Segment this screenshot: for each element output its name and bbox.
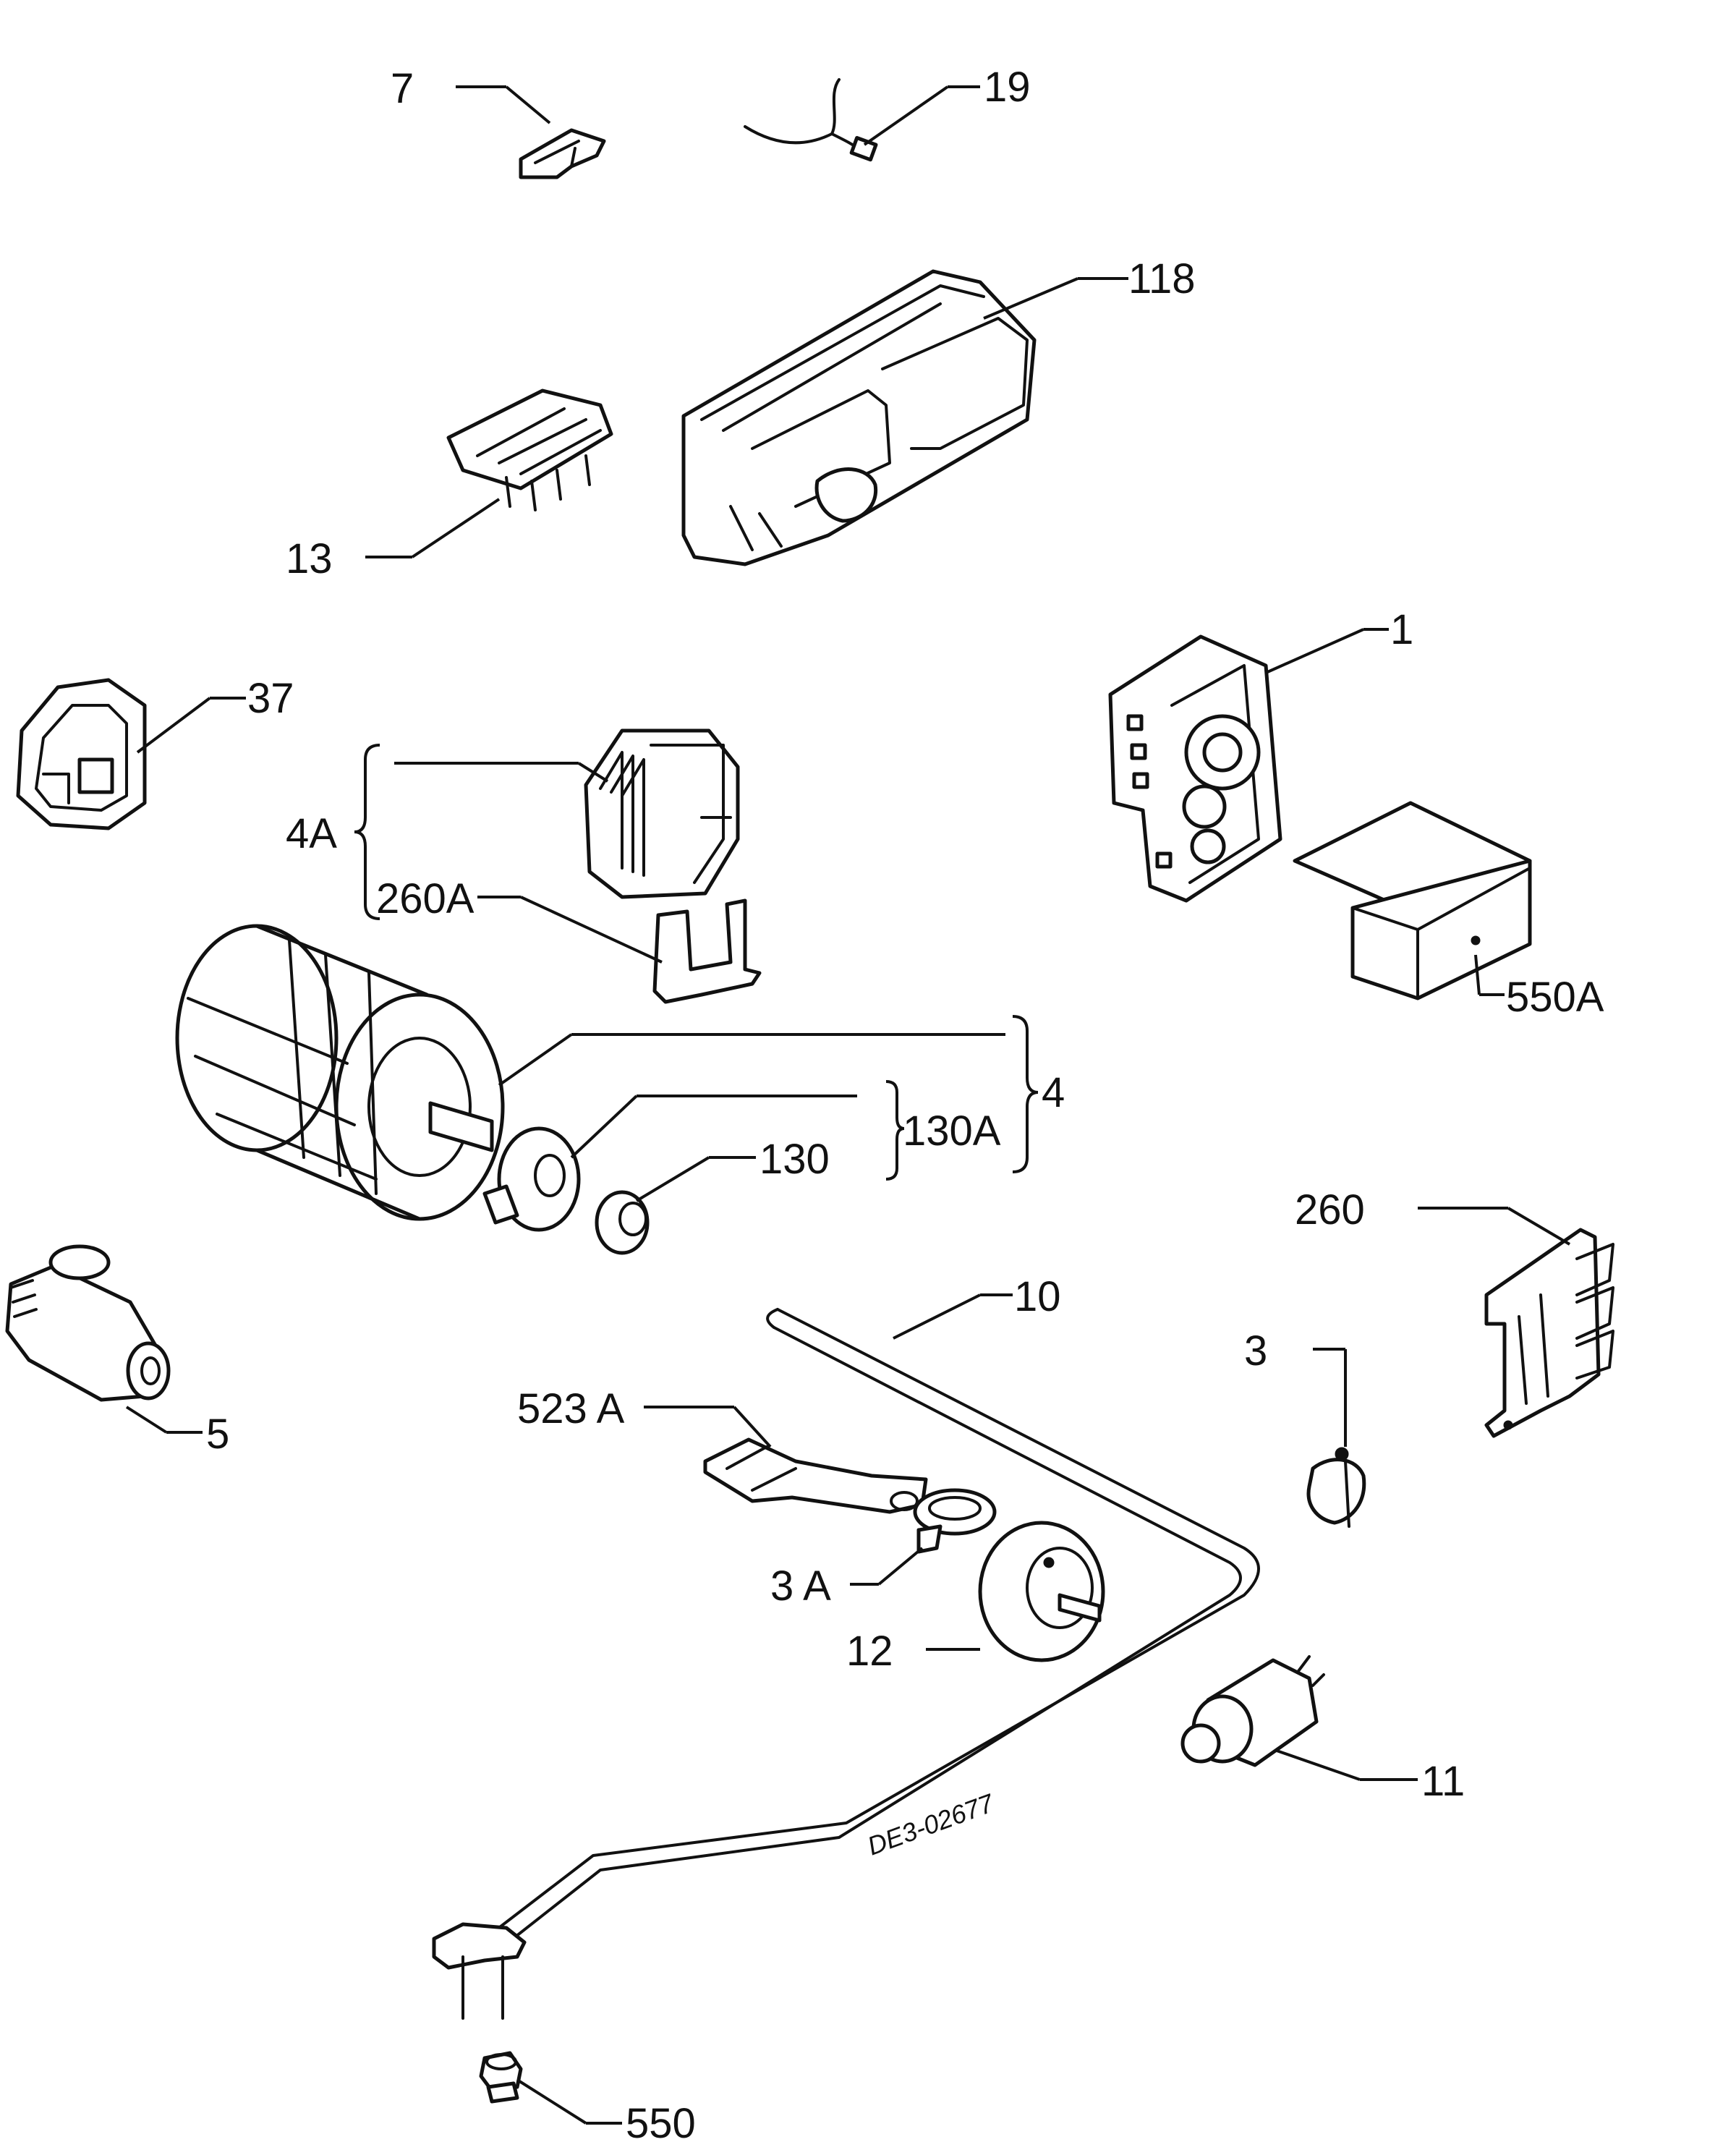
label-260a: 260A (376, 875, 475, 922)
leader-550 (516, 2078, 587, 2125)
part-260a-pump-bracket (652, 898, 762, 1004)
part-37-bracket (16, 678, 147, 830)
part-523a-support (703, 1437, 928, 1514)
label-130: 130 (760, 1136, 830, 1183)
label-523a: 523 A (517, 1385, 625, 1432)
label-260: 260 (1295, 1186, 1365, 1233)
part-3-thermostat (1306, 1447, 1366, 1528)
label-10: 10 (1014, 1273, 1061, 1320)
label-13: 13 (286, 535, 333, 582)
leader-130 (635, 1156, 710, 1202)
label-130a: 130A (903, 1108, 1001, 1155)
part-130-damper (595, 1190, 650, 1255)
label-3a: 3 A (770, 1563, 831, 1610)
leader-37 (136, 697, 211, 754)
part-11-capacitor (1180, 1655, 1325, 1767)
label-19: 19 (984, 64, 1031, 111)
part-10-heater (432, 1308, 1260, 2020)
drawing-code: DE3-02677 (864, 1788, 999, 1861)
label-1: 1 (1390, 606, 1413, 653)
label-550a: 550A (1506, 974, 1604, 1021)
part-130a-pulley (482, 1126, 581, 1232)
part-260-bracket (1484, 1228, 1614, 1438)
leader-19 (863, 85, 949, 146)
brace-4a (354, 744, 380, 920)
part-4-motor (175, 924, 505, 1221)
part-550-plug (479, 2051, 523, 2104)
leader-118 (983, 277, 1078, 320)
label-37: 37 (247, 675, 294, 722)
label-118: 118 (1128, 255, 1195, 302)
part-13-switch (446, 388, 613, 511)
label-5: 5 (206, 1411, 229, 1458)
brace-4 (1012, 1015, 1039, 1173)
leader-10 (893, 1293, 981, 1340)
part-1-timer (1108, 634, 1282, 903)
part-118-dispenser (681, 269, 1037, 566)
label-550: 550 (626, 2100, 696, 2142)
part-19-wire-sensor (744, 78, 878, 162)
label-3: 3 (1244, 1327, 1267, 1374)
leader-1 (1265, 628, 1364, 674)
label-12: 12 (846, 1628, 893, 1675)
label-11: 11 (1421, 1758, 1465, 1805)
label-4a: 4A (286, 810, 337, 857)
part-7-clip (519, 128, 606, 179)
part-550a-cover (1293, 801, 1532, 1000)
leader-5 (125, 1406, 168, 1434)
leader-550a (1474, 954, 1481, 995)
brace-130a (885, 1080, 905, 1181)
part-12-pressure-switch (978, 1521, 1105, 1662)
leader-130a (570, 1095, 638, 1159)
label-7: 7 (391, 65, 414, 112)
part-3a-thermostat (913, 1488, 997, 1554)
label-4: 4 (1042, 1069, 1065, 1116)
leader-4 (498, 1033, 573, 1087)
part-5-valve (5, 1244, 171, 1402)
part-4a-pump-motor (584, 728, 740, 899)
leader-11 (1276, 1749, 1361, 1781)
